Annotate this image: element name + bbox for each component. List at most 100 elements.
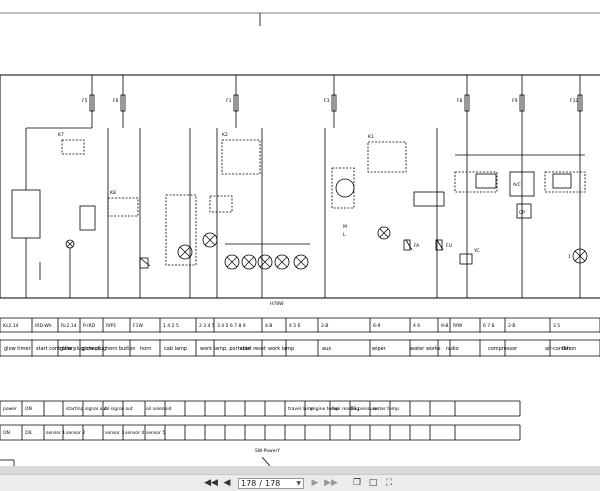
fuse-symbol [464, 94, 470, 112]
function-label: glow plug check [60, 346, 101, 352]
lamp-cross [204, 234, 216, 246]
switch-box [331, 167, 355, 209]
component-label: FU [446, 243, 452, 249]
lamp-cross [295, 256, 307, 268]
lamp-symbol [177, 244, 193, 260]
next-page-icon[interactable]: ▶ [311, 478, 319, 488]
speaker-symbol [435, 239, 443, 251]
table-code: 2-B [508, 323, 515, 329]
resistor-symbol [79, 205, 96, 231]
relay-box [475, 173, 497, 189]
page-number-field[interactable]: 178 / 178 ▼ [238, 477, 304, 489]
lower-label: starting signal out [66, 406, 107, 412]
component-label: 1 [568, 254, 571, 260]
ground-bus-label: H78W [270, 301, 284, 307]
table-code: Kc2.14 [3, 323, 19, 329]
function-label: compressor [488, 346, 518, 352]
horn-symbol [139, 257, 151, 267]
table-code: IRD-Wh [35, 323, 52, 329]
lamp-symbol [202, 232, 218, 248]
first-page-icon[interactable]: ◀◀ [204, 478, 218, 488]
radio-box [413, 191, 445, 207]
component-label: M [343, 224, 347, 230]
lamp-cross [226, 256, 238, 268]
lamp-symbol [257, 254, 273, 270]
wire [261, 456, 271, 466]
lamp-cross [243, 256, 255, 268]
function-label: work lamp [268, 346, 294, 352]
function-label: air-condition [545, 346, 576, 352]
climate-box [454, 171, 498, 193]
copy-icon[interactable]: ❐ [352, 478, 362, 488]
function-label: work lamp, portable [200, 346, 250, 352]
function-label: wiper [372, 346, 387, 352]
lamp-symbol [572, 248, 588, 264]
fullscreen-icon[interactable]: ⛶ [385, 478, 393, 488]
fuse-symbol [89, 94, 95, 112]
lamp-cross [379, 228, 389, 238]
cp-label: CP [519, 210, 525, 216]
lower-label: sensor 1 [46, 430, 65, 436]
lower-label: ON [25, 406, 32, 412]
lamp-symbol [293, 254, 309, 270]
lower-label: sensor 4 [125, 430, 144, 436]
fuse-label: F10 [570, 98, 578, 104]
speaker-symbol [403, 239, 411, 251]
function-label: horn [140, 346, 151, 352]
table-code: F1W [133, 323, 143, 329]
save-icon[interactable]: □ [368, 478, 378, 488]
function-label: start controller [36, 346, 74, 352]
relay-box [107, 197, 139, 217]
ignition-switch [335, 178, 355, 198]
component-label: L [343, 232, 346, 238]
fuse-symbol [233, 94, 239, 112]
last-page-icon[interactable]: ▶▶ [324, 478, 338, 488]
viewer-toolbar: ◀◀ ◀ 178 / 178 ▼ ▶ ▶▶ ❐ □ ⛶ [0, 474, 600, 491]
component-label: FA [414, 243, 420, 249]
lamp-symbol [241, 254, 257, 270]
lamp-cross [179, 246, 191, 258]
clutch-symbol [459, 253, 473, 265]
compressor-box [516, 203, 532, 219]
horn-symbol [139, 257, 149, 269]
function-label: start reset [240, 346, 266, 352]
speaker-symbol [405, 239, 413, 251]
function-label: glow timer [4, 346, 32, 352]
chevron-down-icon[interactable]: ▼ [296, 479, 301, 487]
relay-label: K8 [110, 190, 116, 196]
table-code: 4-B [265, 323, 272, 329]
relay-box [367, 141, 407, 173]
lower-label: fuel reading [332, 406, 359, 412]
function-label: fan [562, 346, 570, 352]
prev-page-icon[interactable]: ◀ [223, 478, 231, 488]
function-label: glow plug [82, 346, 106, 352]
current-page[interactable]: 178 [241, 478, 257, 488]
fuse-label: F8 [457, 98, 463, 104]
lamp-symbol [224, 254, 240, 270]
switch-box [165, 194, 197, 266]
table-code: 3 5 [553, 323, 560, 329]
function-label: water works [410, 346, 441, 352]
lower-label: OIL [25, 430, 33, 436]
function-label: horn button [106, 346, 135, 352]
fuse-label: F9 [512, 98, 518, 104]
fuse-symbol [331, 94, 337, 112]
relay-label: K7 [58, 132, 64, 138]
table-code: Rc2.14 [61, 323, 77, 329]
ac-box [509, 171, 535, 197]
fuse-symbol [519, 94, 525, 112]
table-code: RfW [453, 323, 463, 329]
table-code: 6-9 [373, 323, 380, 329]
table-code: 2-B [321, 323, 328, 329]
climate-box [544, 171, 586, 193]
function-label: aux [322, 346, 331, 352]
fuse-label: F3 [324, 98, 330, 104]
table-code: 1 4 2 5 [163, 323, 179, 329]
lower-label: sensor 5 [146, 430, 165, 436]
component-label: YC [473, 248, 480, 254]
lamp-cross [66, 240, 74, 248]
table-code: 9-B [441, 323, 448, 329]
